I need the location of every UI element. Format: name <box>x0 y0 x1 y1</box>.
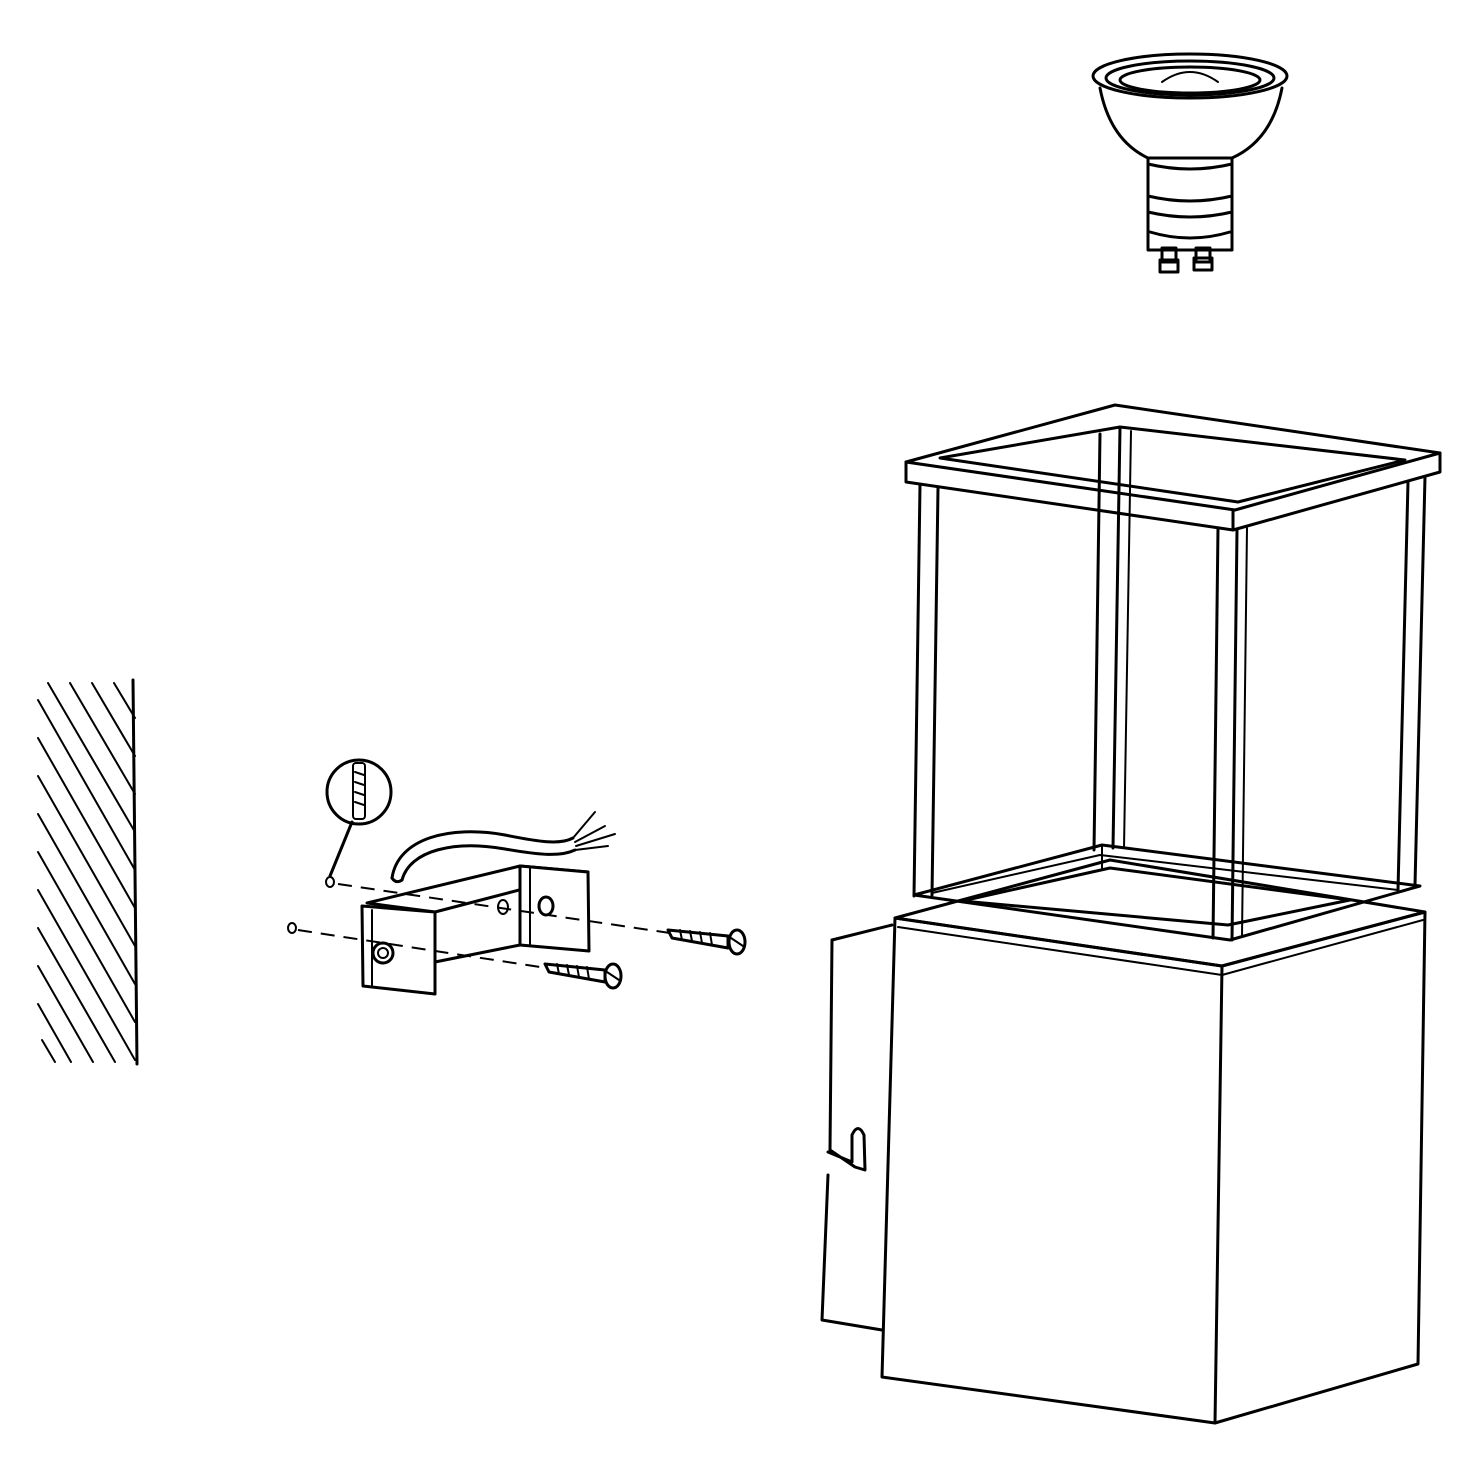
screw <box>543 962 623 990</box>
wall <box>37 678 139 1066</box>
mounting-bracket <box>360 864 591 996</box>
wall-anchor-detail <box>325 758 393 888</box>
wall-hatching <box>37 682 136 1063</box>
alignment-lines <box>287 883 671 968</box>
screw <box>666 928 747 956</box>
lamp-housing <box>820 858 1427 1425</box>
power-cable <box>390 811 616 884</box>
gu10-bulb <box>1091 52 1289 274</box>
glass-cage <box>904 403 1442 942</box>
